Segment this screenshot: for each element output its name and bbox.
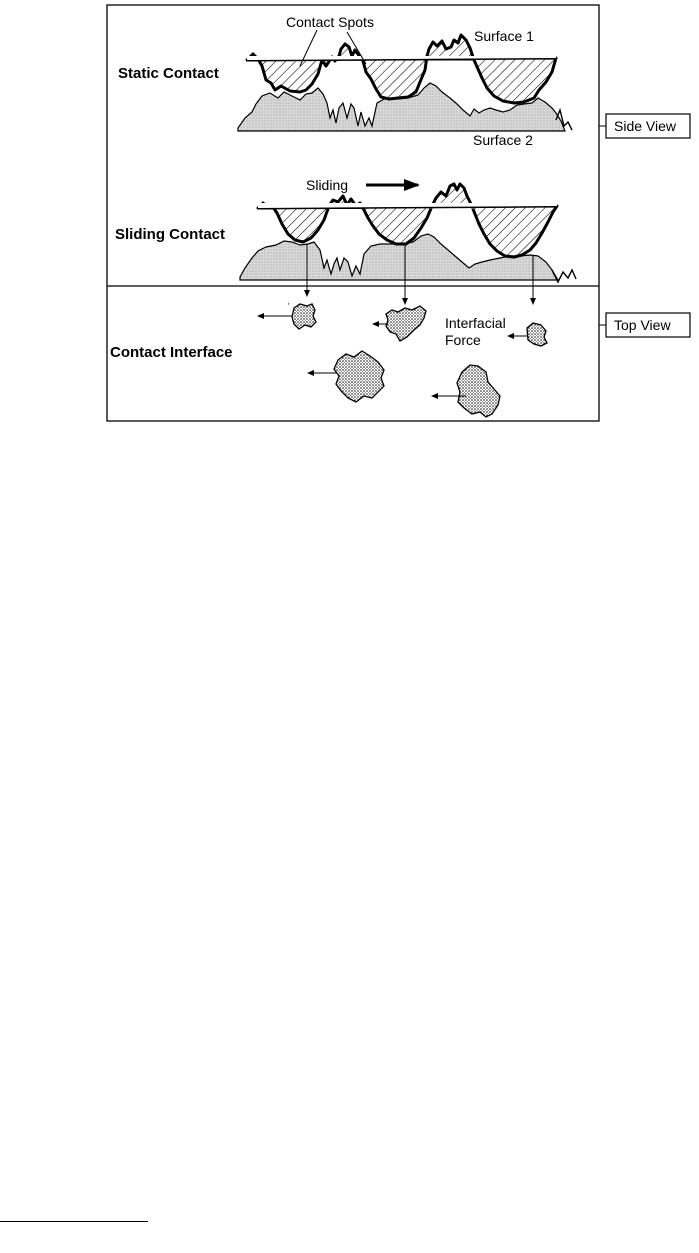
footnote-rule [0,1221,148,1222]
row-label-static: Static Contact [118,65,219,82]
surface1-label: Surface 1 [474,28,534,44]
static-surface1 [247,35,556,103]
contact-spot-5 [457,365,500,417]
row-label-interface: Contact Interface [110,344,233,361]
row-label-sliding: Sliding Contact [115,226,225,243]
interfacial-force-label-line1: Interfacial [445,315,506,331]
static-contact-panel [238,35,572,131]
contact-spot-1 [292,304,316,329]
surface2-label: Surface 2 [473,132,533,148]
sliding-label: Sliding [306,177,348,193]
contact-spot-2 [386,306,426,341]
contact-spot-3 [527,323,547,346]
contact-spot-4 [334,351,384,402]
svg-text:': ' [288,302,290,311]
contact-spots-label: Contact Spots [286,14,374,30]
top-view-tag: Top View [614,317,671,333]
interfacial-force-label-line2: Force [445,332,481,348]
side-view-tag: Side View [614,118,677,134]
